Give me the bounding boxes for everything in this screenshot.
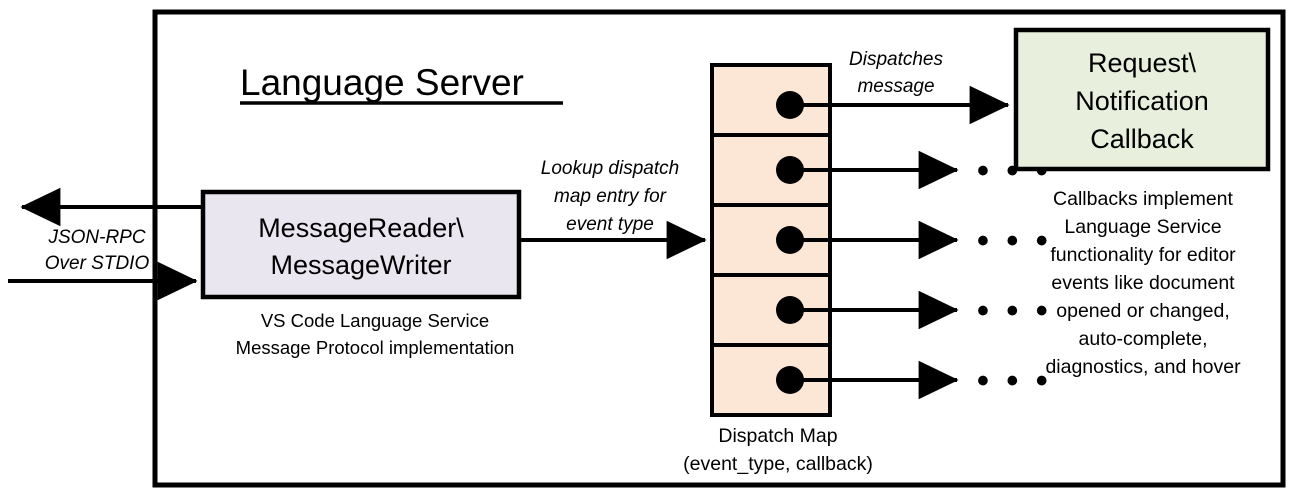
- dispatch-map-caption-line1: Dispatch Map: [718, 425, 837, 447]
- lookup-label-line3: event type: [566, 214, 654, 235]
- callback-box-line1: Request\: [1088, 48, 1197, 78]
- message-box-caption-line2: Message Protocol implementation: [236, 337, 515, 358]
- callback-description-line3: functionality for editor: [1050, 244, 1236, 266]
- message-reader-writer-box[interactable]: [200, 189, 522, 300]
- callback-description-line4: events like document: [1051, 272, 1235, 294]
- request-notification-callback-box[interactable]: [1013, 27, 1271, 172]
- dispatch-map-row-1[interactable]: [710, 63, 832, 137]
- dispatches-label-line2: message: [857, 76, 934, 97]
- callback-description-line2: Language Service: [1064, 216, 1221, 238]
- ellipsis-row-5: • • •: [977, 362, 1052, 400]
- lookup-label-line2: map entry for: [554, 186, 667, 207]
- page-title: Language Server: [240, 62, 524, 103]
- callback-description-line6: auto-complete,: [1079, 328, 1208, 350]
- callback-description-line7: diagnostics, and hover: [1045, 356, 1241, 378]
- message-reader-writer-line2: MessageWriter: [270, 250, 451, 280]
- ellipsis-row-3: • • •: [977, 222, 1052, 260]
- dispatches-label-line1: Dispatches: [849, 49, 943, 70]
- callback-box-line3: Callback: [1090, 124, 1194, 154]
- dispatch-map-caption-line2: (event_type, callback): [683, 453, 873, 475]
- callback-description-line1: Callbacks implement: [1053, 188, 1233, 210]
- jsonrpc-label-line2: Over STDIO: [45, 253, 150, 274]
- jsonrpc-label-line1: JSON-RPC: [47, 227, 145, 248]
- message-reader-writer-line1: MessageReader\: [258, 213, 464, 243]
- ellipsis-row-4: • • •: [977, 292, 1052, 330]
- message-box-caption-line1: VS Code Language Service: [261, 310, 489, 331]
- callback-box-line2: Notification: [1075, 86, 1209, 116]
- callback-description-line5: opened or changed,: [1056, 300, 1229, 322]
- lookup-label-line1: Lookup dispatch: [541, 158, 679, 179]
- language-server-container: [152, 9, 1286, 488]
